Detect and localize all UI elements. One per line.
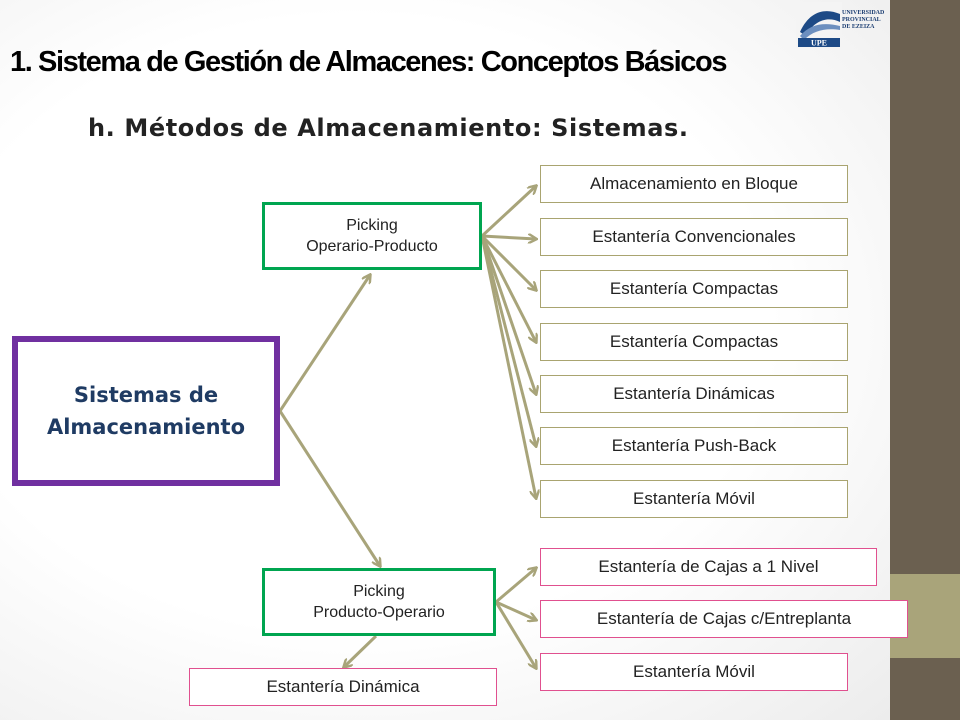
connector-root-to-b [278,410,380,566]
leaf-node-b-bottom: Estantería Dinámica [189,668,497,706]
slide-title: 1. Sistema de Gestión de Almacenes: Conc… [10,46,727,78]
slide-subtitle: h. Métodos de Almacenamiento: Sistemas. [88,114,689,142]
connector-a-leaf-3 [480,234,536,290]
leaf-node-a-6: Estantería Push-Back [540,427,848,465]
connector-a-leaf-7 [480,235,536,498]
leaf-node-a-2: Estantería Convencionales [540,218,848,256]
leaf-node-a-4: Estantería Compactas [540,323,848,361]
logo-mark-text: UPE [811,39,827,48]
connector-a-leaf-4 [480,235,536,342]
picking-b-line1: Picking [353,583,405,600]
connector-b-bottom-leaf [344,634,378,667]
root-node-sistemas: Sistemas de Almacenamiento [12,336,280,486]
university-logo: UPE UNIVERSIDAD PROVINCIAL DE EZEIZA [796,2,890,48]
connector-b-leaf-1 [495,568,536,604]
picking-a-line2: Operario-Producto [306,238,438,255]
leaf-node-a-7: Estantería Móvil [540,480,848,518]
logo-mark-icon: UPE [796,2,842,48]
connector-a-leaf-5 [480,235,536,394]
root-node-line1: Sistemas de [73,383,219,407]
connector-b-leaf-2 [495,600,536,620]
leaf-node-b-3: Estantería Móvil [540,653,848,691]
connector-b-leaf-3 [494,601,536,668]
leaf-node-b-1: Estantería de Cajas a 1 Nivel [540,548,877,586]
leaf-node-a-3: Estantería Compactas [540,270,848,308]
picking-operario-producto-node: Picking Operario-Producto [262,202,482,270]
leaf-node-b-2: Estantería de Cajas c/Entreplanta [540,600,908,638]
logo-org-text: UNIVERSIDAD PROVINCIAL DE EZEIZA [842,10,885,30]
picking-a-line1: Picking [346,217,398,234]
picking-b-line2: Producto-Operario [313,604,445,621]
connector-a-leaf-1 [480,186,536,238]
connector-a-leaf-2 [481,236,536,239]
picking-producto-operario-node: Picking Producto-Operario [262,568,496,636]
leaf-node-a-1: Almacenamiento en Bloque [540,165,848,203]
connector-root-to-a [278,275,370,412]
connector-a-leaf-6 [480,235,536,446]
leaf-node-a-5: Estantería Dinámicas [540,375,848,413]
root-node-line2: Almacenamiento [46,415,246,439]
